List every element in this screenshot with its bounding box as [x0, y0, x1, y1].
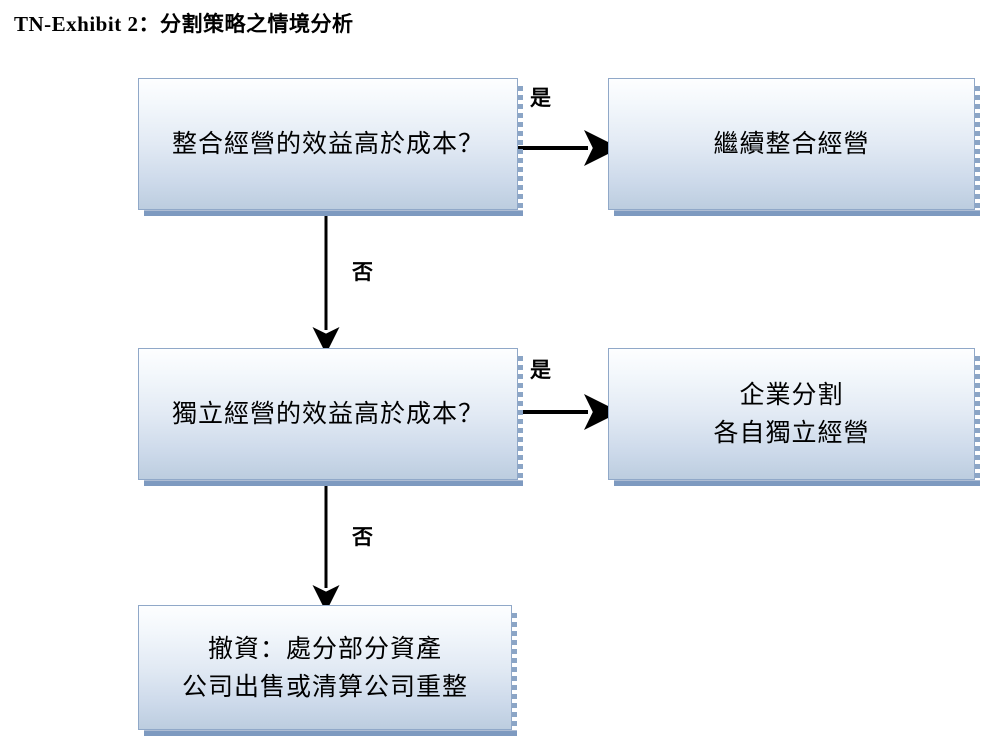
node-standalone-question[interactable]: 獨立經營的效益高於成本？	[138, 348, 523, 486]
node-integrate-question[interactable]: 整合經營的效益高於成本？	[138, 78, 523, 216]
node-label: 企業分割	[739, 380, 844, 409]
edge-label-no-2: 否	[352, 525, 373, 549]
node-label: 獨立經營的效益高於成本？	[171, 399, 484, 428]
page-title: TN-Exhibit 2：分割策略之情境分析	[14, 12, 354, 36]
node-label: 公司出售或清算公司重整	[181, 671, 468, 701]
node-label: 整合經營的效益高於成本？	[171, 129, 484, 158]
node-split-independent[interactable]: 企業分割 各自獨立經營	[608, 348, 980, 486]
node-continue-integrate[interactable]: 繼續整合經營	[608, 78, 980, 216]
edge-label-yes-2: 是	[530, 358, 551, 382]
edge-label-yes-1: 是	[530, 86, 551, 110]
node-label: 繼續整合經營	[713, 129, 870, 158]
node-divest[interactable]: 撤資：處分部分資產 公司出售或清算公司重整	[138, 605, 517, 736]
node-label: 各自獨立經營	[713, 418, 870, 447]
edge-label-no-1: 否	[352, 260, 373, 284]
node-label: 撤資：處分部分資產	[207, 633, 442, 663]
